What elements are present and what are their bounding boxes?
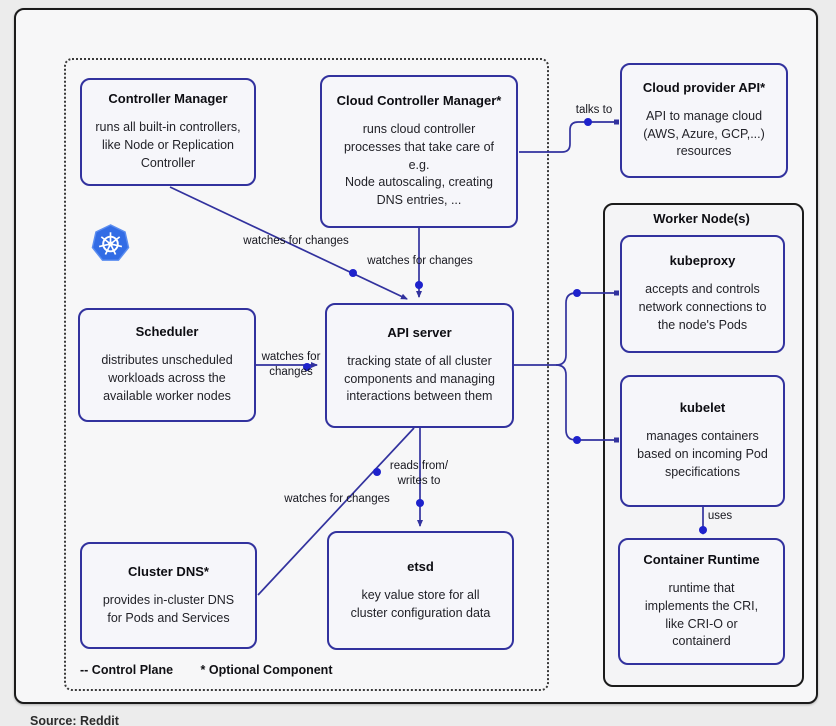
legend-control-plane: -- Control Plane [80,663,174,677]
kubernetes-icon [91,224,130,261]
edge-label-watches-cluster-dns: watches for changes [284,493,390,505]
node-body: distributes unscheduled workloads across… [101,353,233,403]
node-cloud-provider-api: Cloud provider API* API to manage cloud … [620,63,788,178]
node-scheduler: Scheduler distributes unscheduled worklo… [78,308,256,422]
node-body: key value store for all cluster configur… [350,587,491,620]
node-body: runs all built-in controllers, like Node… [95,120,241,170]
node-title: Cloud provider API* [642,79,766,95]
node-title: Cluster DNS* [128,563,209,579]
node-body: runtime that implements the CRI, like CR… [644,581,759,649]
edge-label-watches-cloud-controller-manager: watches for changes [367,255,473,267]
node-kubelet: kubelet manages containers based on inco… [620,375,785,507]
node-api-server: API server tracking state of all cluster… [325,303,514,428]
node-title: Cloud Controller Manager* [336,93,502,109]
legend-optional-component: * Optional Component [200,663,333,677]
node-kubeproxy: kubeproxy accepts and controls network c… [620,235,785,353]
node-title: etsd [407,558,434,574]
edge-label-uses: uses [707,510,733,522]
node-cloud-controller-manager: Cloud Controller Manager* runs cloud con… [320,75,518,228]
node-body: API to manage cloud (AWS, Azure, GCP,...… [643,108,765,159]
node-body: tracking state of all cluster components… [344,353,495,404]
node-body: manages containers based on incoming Pod… [637,429,768,479]
node-cluster-dns: Cluster DNS* provides in-cluster DNS for… [80,542,257,649]
node-etsd: etsd key value store for all cluster con… [327,531,514,650]
node-title: Scheduler [135,324,199,340]
node-title: Controller Manager [108,91,228,107]
node-title: kubelet [679,400,726,416]
worker-node-group-title: Worker Node(s) [653,211,750,226]
source-caption: Source: Reddit [30,714,119,726]
control-plane-boundary [64,58,549,691]
node-body: runs cloud controller processes that tak… [343,122,495,208]
edge-label-reads-writes: reads from/ writes to [389,460,449,487]
edge-label-watches-controller-manager: watches for changes [243,235,349,247]
node-container-runtime: Container Runtime runtime that implement… [618,538,785,665]
node-controller-manager: Controller Manager runs all built-in con… [80,78,256,186]
node-body: accepts and controls network connections… [638,282,767,332]
node-title: Container Runtime [643,552,760,567]
legend: -- Control Plane * Optional Component [80,663,356,677]
edge-label-talks-to: talks to [575,104,613,116]
edge-label-watches-scheduler: watches for changes [261,351,321,378]
node-body: provides in-cluster DNS for Pods and Ser… [102,592,235,625]
node-title: API server [387,324,452,340]
node-title: kubeproxy [669,253,736,269]
